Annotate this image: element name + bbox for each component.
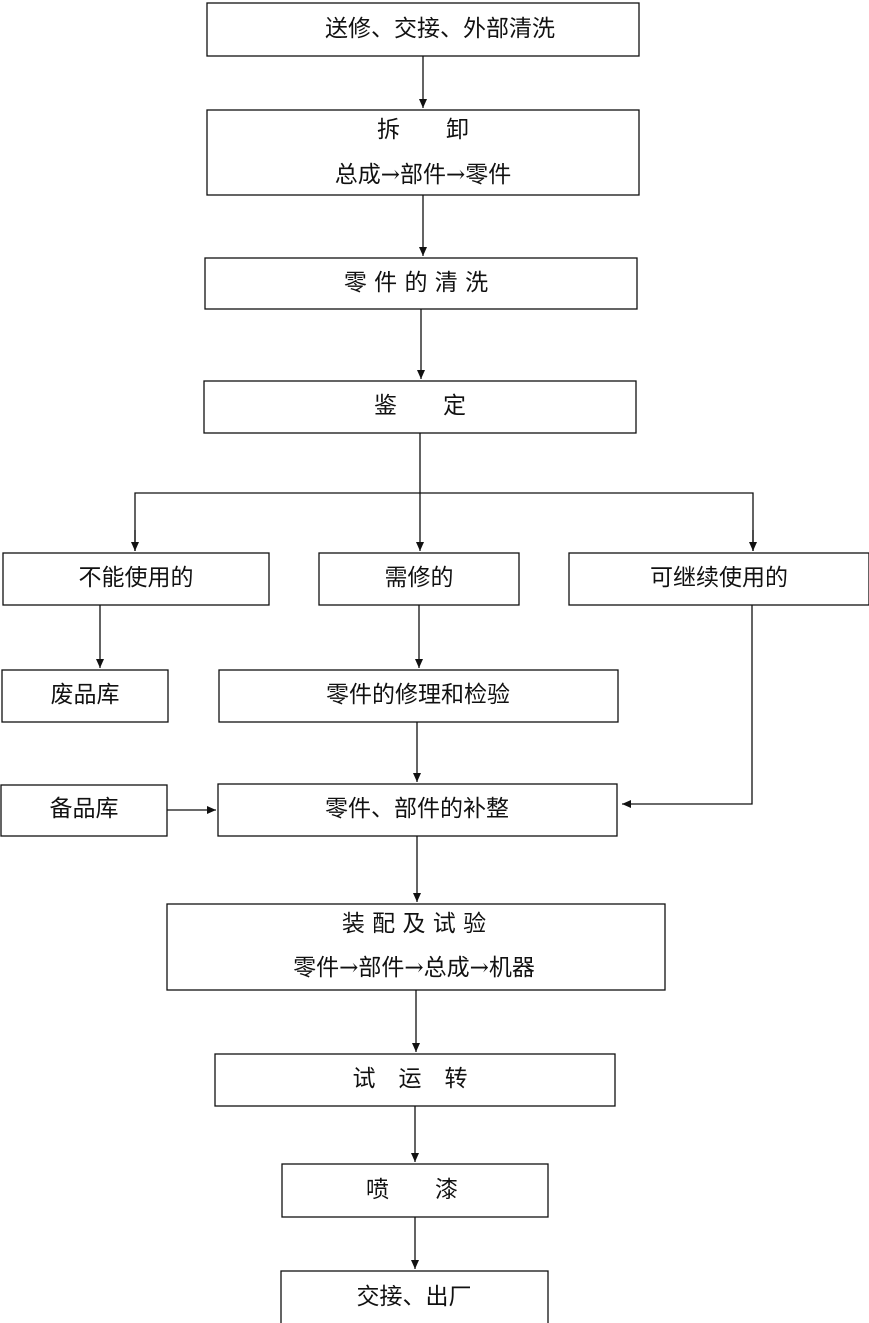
node-label: 装 配 及 试 验 xyxy=(342,911,486,937)
node-sublabel: 总成→部件→零件 xyxy=(335,162,512,188)
connectors xyxy=(96,56,757,1269)
node-label: 试 运 转 xyxy=(353,1066,468,1092)
node-sublabel: 零件→部件→总成→机器 xyxy=(293,955,535,981)
node-label: 废品库 xyxy=(51,682,120,708)
node-label: 可继续使用的 xyxy=(650,565,788,591)
node-label: 零件的修理和检验 xyxy=(326,682,510,708)
node-label: 鉴 定 xyxy=(374,393,466,419)
node-painting: 喷 漆 xyxy=(281,1163,549,1218)
node-test-run: 试 运 转 xyxy=(214,1053,616,1107)
arrow-reusable-to-replenish xyxy=(622,605,753,808)
node-label: 需修的 xyxy=(385,565,454,591)
node-unusable: 不能使用的 xyxy=(2,552,270,606)
node-assembly: 装 配 及 试 验 零件→部件→总成→机器 xyxy=(166,903,666,991)
node-inspection: 鉴 定 xyxy=(203,380,637,434)
node-label: 喷 漆 xyxy=(366,1177,458,1203)
node-intake: 送修、交接、外部清洗 xyxy=(206,2,640,57)
node-label: 零件、部件的补整 xyxy=(325,796,509,822)
node-label: 零 件 的 清 洗 xyxy=(344,270,488,296)
branch-line xyxy=(134,492,754,551)
node-label: 交接、出厂 xyxy=(357,1284,472,1310)
node-repair-check: 零件的修理和检验 xyxy=(218,669,619,723)
node-label: 不能使用的 xyxy=(79,565,194,591)
node-disassembly: 拆 卸 总成→部件→零件 xyxy=(206,109,640,196)
node-replenish: 零件、部件的补整 xyxy=(217,783,618,837)
node-cleaning: 零 件 的 清 洗 xyxy=(204,257,638,310)
node-label: 拆 卸 xyxy=(377,117,469,143)
node-delivery: 交接、出厂 xyxy=(280,1270,549,1323)
node-label: 送修、交接、外部清洗 xyxy=(325,16,555,42)
node-reusable: 可继续使用的 xyxy=(568,552,869,606)
node-needs-repair: 需修的 xyxy=(318,552,520,606)
node-scrap-store: 废品库 xyxy=(1,669,169,723)
node-label: 备品库 xyxy=(50,796,119,822)
node-spare-store: 备品库 xyxy=(0,784,168,837)
